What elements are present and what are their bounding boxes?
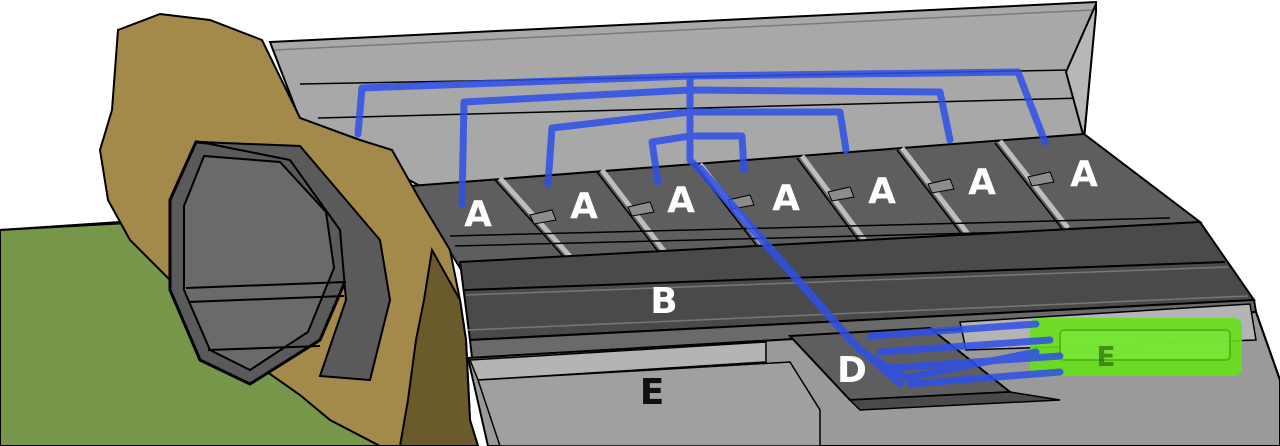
car-label-a: A xyxy=(868,171,896,212)
car-label-a: A xyxy=(1070,154,1098,195)
car-label-a: A xyxy=(968,162,996,203)
car-label-a: A xyxy=(570,186,598,227)
tunnel-rails xyxy=(185,281,347,351)
lower-trough-left xyxy=(468,341,767,381)
tunnel-tube-inner xyxy=(183,154,336,372)
band-line xyxy=(465,266,1229,296)
car-label-a: A xyxy=(667,180,695,221)
rock-shadow xyxy=(398,247,480,446)
energy-store-right-inner xyxy=(1059,329,1231,361)
band-label-b: B xyxy=(650,281,677,322)
energy-label-e-left: E xyxy=(640,372,665,413)
energy-store-left-slot xyxy=(476,361,821,446)
drive-d-base xyxy=(848,391,1061,411)
band-line xyxy=(464,261,1226,291)
drive-label-d: D xyxy=(837,350,867,391)
car-label-a: A xyxy=(772,178,800,219)
roof-line xyxy=(274,9,1095,51)
deck-rail xyxy=(449,217,1171,237)
energy-label-e-right: E xyxy=(1096,340,1115,373)
roof-line xyxy=(317,97,1085,119)
tunnel-tube-cavity xyxy=(199,141,392,382)
blue-wiring xyxy=(354,68,1064,388)
wall-edge xyxy=(1255,311,1280,381)
car-label-a: A xyxy=(464,194,492,235)
band-line xyxy=(467,295,1249,331)
roof-end-cap xyxy=(1064,3,1097,139)
